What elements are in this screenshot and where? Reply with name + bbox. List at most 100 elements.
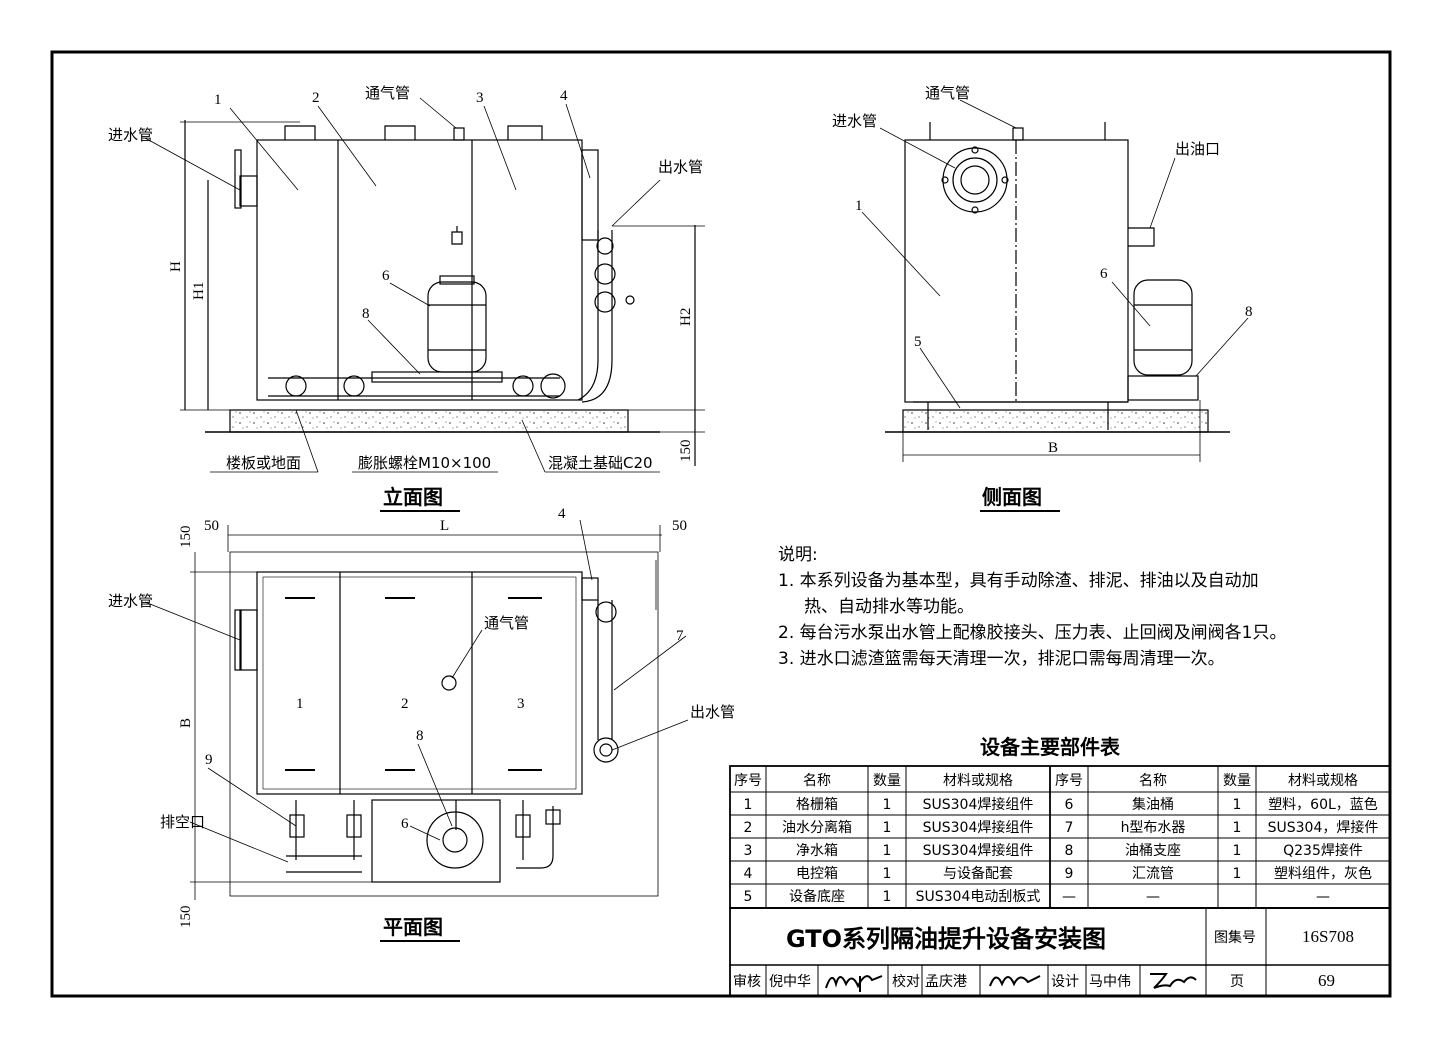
elev-dim-H1: H1 [191, 282, 207, 300]
plan-callout-8: 8 [416, 728, 424, 744]
concrete-foundation [229, 409, 629, 433]
side-dim-B: B [1048, 440, 1058, 456]
header-cell: 名称 [1139, 773, 1167, 789]
header-cell: 名称 [803, 773, 831, 789]
oil-drum [427, 281, 487, 373]
elev-callout-2: 2 [312, 90, 320, 106]
table-cell: 1 [1233, 820, 1242, 836]
elevation-view [144, 97, 705, 473]
plan-tank [256, 571, 583, 795]
elev-dim-150: 150 [678, 440, 694, 463]
side-oil-drum [1133, 279, 1193, 376]
table-cell: 7 [1065, 820, 1074, 836]
review-label: 审核 [733, 974, 761, 990]
plan-outlet-label: 出水管 [690, 703, 735, 721]
table-cell: 8 [1065, 843, 1074, 859]
table-cell: 油桶支座 [1125, 843, 1181, 859]
plan-callout-6: 6 [401, 816, 409, 832]
plan-title: 平面图 [383, 915, 443, 939]
plan-dim-150-bottom: 150 [178, 906, 194, 929]
elev-floor-label: 楼板或地面 [226, 454, 301, 472]
parts-table-body: 1 格栅箱 1 SUS304焊接组件 6 集油桶 1 塑料，60L，蓝色 2 油… [744, 796, 1379, 905]
table-cell: 1 [1233, 866, 1242, 882]
plan-callout-7: 7 [676, 628, 684, 644]
table-cell: 集油桶 [1132, 796, 1174, 813]
elev-callout-3: 3 [476, 90, 484, 106]
table-cell: 1 [1233, 797, 1242, 813]
plan-callout-1: 1 [296, 696, 304, 712]
plan-inlet-label: 进水管 [108, 592, 153, 610]
title-block-grid [729, 907, 1391, 997]
side-callout-5: 5 [914, 334, 922, 350]
elev-dim-H2: H2 [678, 308, 694, 326]
page-label: 页 [1230, 974, 1244, 990]
table-cell: 4 [744, 866, 753, 882]
plan-dim-L: L [440, 518, 449, 534]
side-view [861, 99, 1249, 462]
notes-heading: 说明: [778, 545, 818, 565]
parts-table-title: 设备主要部件表 [980, 735, 1121, 759]
designer-name: 马中伟 [1089, 974, 1131, 990]
header-cell: 数量 [873, 773, 901, 789]
atlas-no-label: 图集号 [1214, 929, 1256, 946]
table-cell: 1 [883, 843, 892, 859]
plan-callout-2: 2 [401, 696, 409, 712]
table-cell: 电控箱 [796, 866, 838, 882]
note-line-2: 热、自动排水等功能。 [804, 597, 974, 617]
table-cell: 6 [1065, 797, 1074, 813]
header-cell: 数量 [1223, 773, 1251, 789]
table-cell: 设备底座 [789, 888, 845, 905]
plan-dim-50-left: 50 [204, 518, 219, 534]
side-vent-label: 通气管 [925, 84, 970, 102]
table-cell: — [1146, 889, 1160, 905]
table-cell: 9 [1065, 866, 1074, 882]
header-cell: 材料或规格 [943, 773, 1013, 789]
table-cell: 与设备配套 [943, 865, 1013, 882]
plan-callout-9: 9 [205, 752, 213, 768]
table-cell: 汇流管 [1132, 866, 1174, 882]
table-cell: — [1316, 889, 1330, 905]
design-label: 设计 [1051, 974, 1079, 990]
header-cell: 材料或规格 [1288, 773, 1358, 789]
table-cell: 1 [1233, 843, 1242, 859]
table-cell: 1 [883, 797, 892, 813]
elev-foundation-label: 混凝土基础C20 [548, 454, 653, 472]
note-line-1: 1. 本系列设备为基本型，具有手动除渣、排泥、排油以及自动加 [778, 571, 1259, 591]
header-cell: 序号 [734, 773, 762, 789]
plan-foundation-outline [229, 551, 659, 897]
table-cell: SUS304焊接组件 [923, 796, 1034, 813]
table-cell: 1 [883, 866, 892, 882]
plan-dim-B: B [178, 718, 194, 728]
table-cell: 1 [744, 797, 753, 813]
elev-callout-1: 1 [214, 92, 222, 108]
note-line-4: 3. 进水口滤渣篮需每天清理一次，排泥口需每周清理一次。 [778, 649, 1225, 669]
sheet-border [50, 50, 1392, 998]
table-cell: 格栅箱 [796, 797, 838, 813]
reviewer-signature [825, 975, 883, 992]
plan-callout-4: 4 [558, 506, 566, 522]
side-callout-6: 6 [1100, 266, 1108, 282]
note-line-3: 2. 每台污水泵出水管上配橡胶接头、压力表、止回阀及闸阀各1只。 [778, 623, 1286, 643]
table-cell: SUS304电动刮板式 [916, 889, 1041, 905]
check-label: 校对 [892, 973, 920, 990]
table-cell: SUS304焊接组件 [923, 842, 1034, 859]
table-cell: SUS304焊接组件 [923, 819, 1034, 836]
table-cell: h型布水器 [1121, 820, 1186, 836]
checker-name: 孟庆港 [925, 974, 967, 990]
parts-table-header: 序号 名称 数量 材料或规格 序号 名称 数量 材料或规格 [734, 773, 1358, 789]
table-cell: 1 [883, 820, 892, 836]
elevation-title: 立面图 [383, 485, 443, 509]
side-oil-outlet-label: 出油口 [1175, 140, 1220, 158]
table-cell: 2 [744, 820, 753, 836]
table-cell: 1 [883, 889, 892, 905]
side-callout-1: 1 [855, 198, 863, 214]
tank-body [256, 139, 583, 401]
atlas-no: 16S708 [1302, 927, 1354, 946]
table-cell: 塑料组件，灰色 [1274, 865, 1372, 882]
elev-inlet-label: 进水管 [108, 126, 153, 144]
page-number: 69 [1318, 971, 1335, 990]
plan-callout-3: 3 [517, 696, 525, 712]
side-inlet-label: 进水管 [832, 112, 877, 130]
elev-bolt-label: 膨胀螺栓M10×100 [358, 454, 491, 472]
side-title: 侧面图 [982, 485, 1042, 509]
